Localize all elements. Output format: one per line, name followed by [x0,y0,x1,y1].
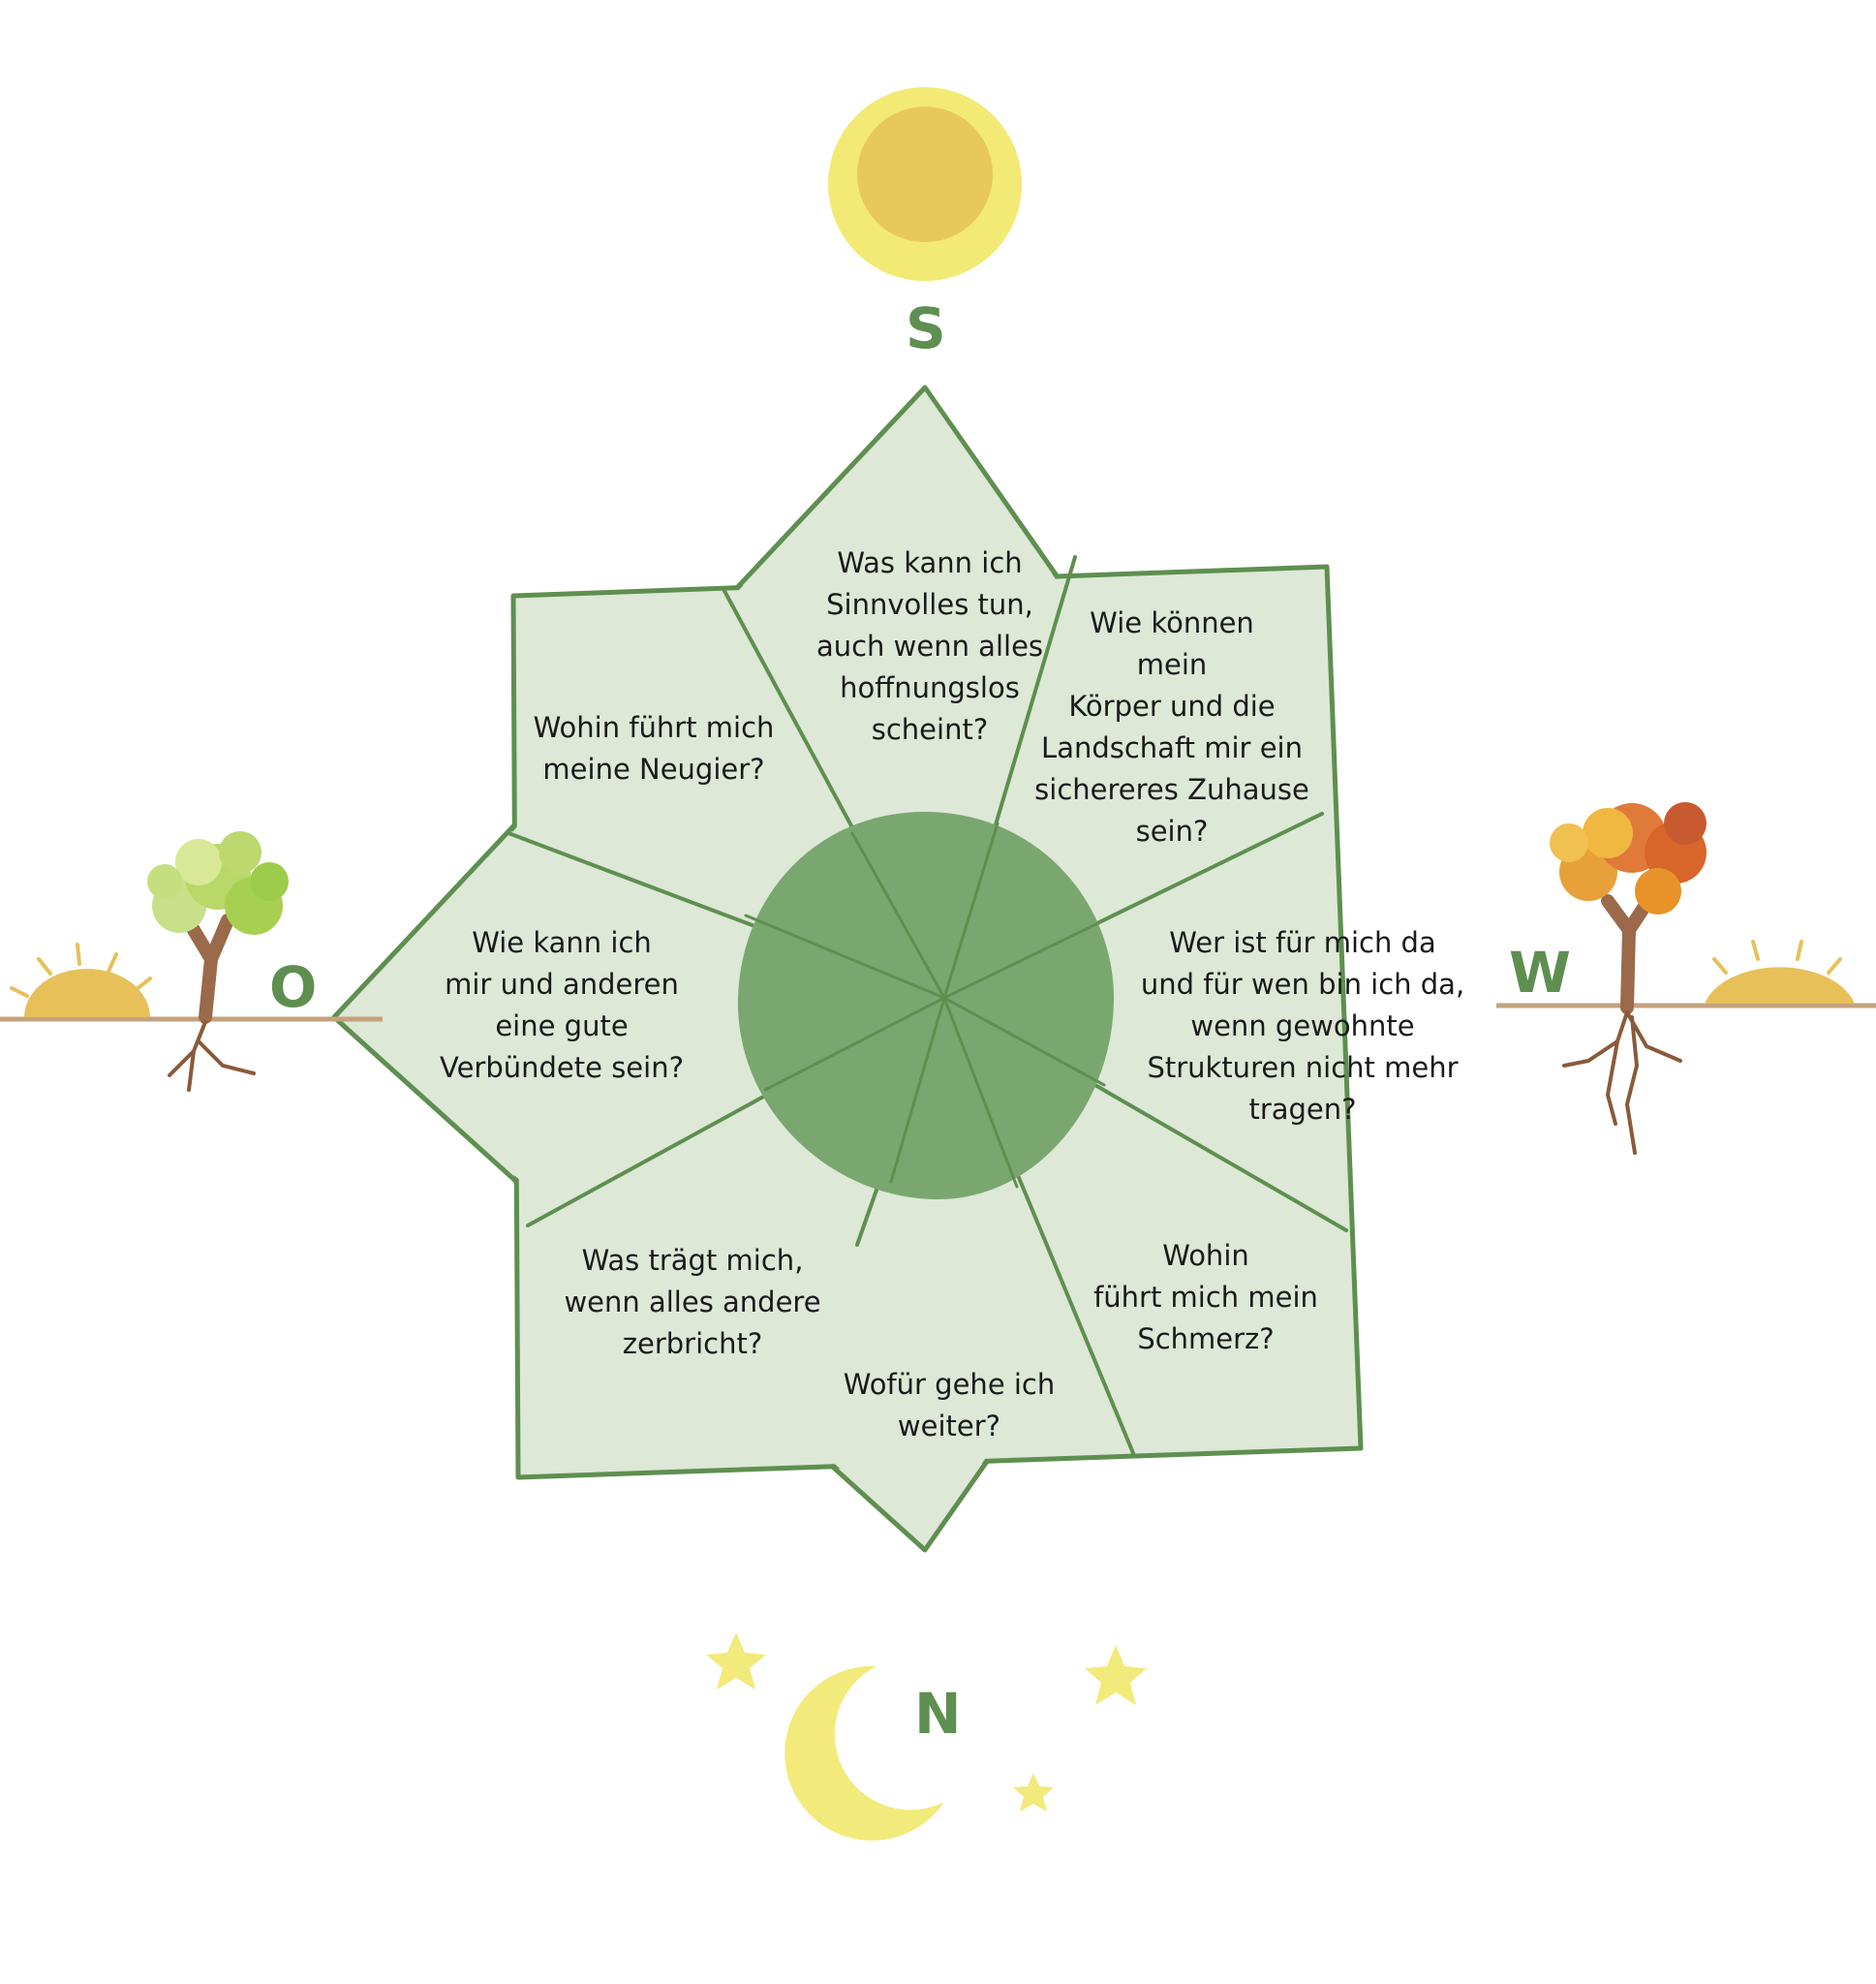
direction-north: N [914,1681,962,1747]
question-top: Was kann ich Sinnvolles tun, auch wenn a… [815,546,1044,746]
sun-icon [828,87,1022,281]
direction-south: S [906,295,946,361]
spring-tree-icon [147,831,289,1092]
question-bottom-left: Was trägt mich, wenn alles andere zerbri… [564,1244,821,1360]
question-top-left: Wohin führt mich meine Neugier? [533,711,775,786]
star-icon [706,1632,1147,1812]
ground-lines [0,1003,1876,1022]
question-top-right: Wie können mein Körper und die Landschaf… [1034,606,1309,848]
question-right: Wer ist für mich da und für wen bin ich … [1140,926,1465,1126]
rising-sun-icon [10,943,152,1017]
direction-west: W [1509,940,1571,1006]
direction-east: O [269,954,318,1020]
setting-sun-icon [1705,940,1855,1004]
center-circle [737,812,1114,1200]
autumn-tree-icon [1550,802,1707,1155]
question-left: Wie kann ich mir und anderen eine gute V… [440,926,684,1084]
moon-icon [784,1665,944,1841]
question-bottom: Wofür gehe ich weiter? [843,1368,1056,1442]
question-bottom-right: Wohin führt mich mein Schmerz? [1093,1239,1318,1355]
